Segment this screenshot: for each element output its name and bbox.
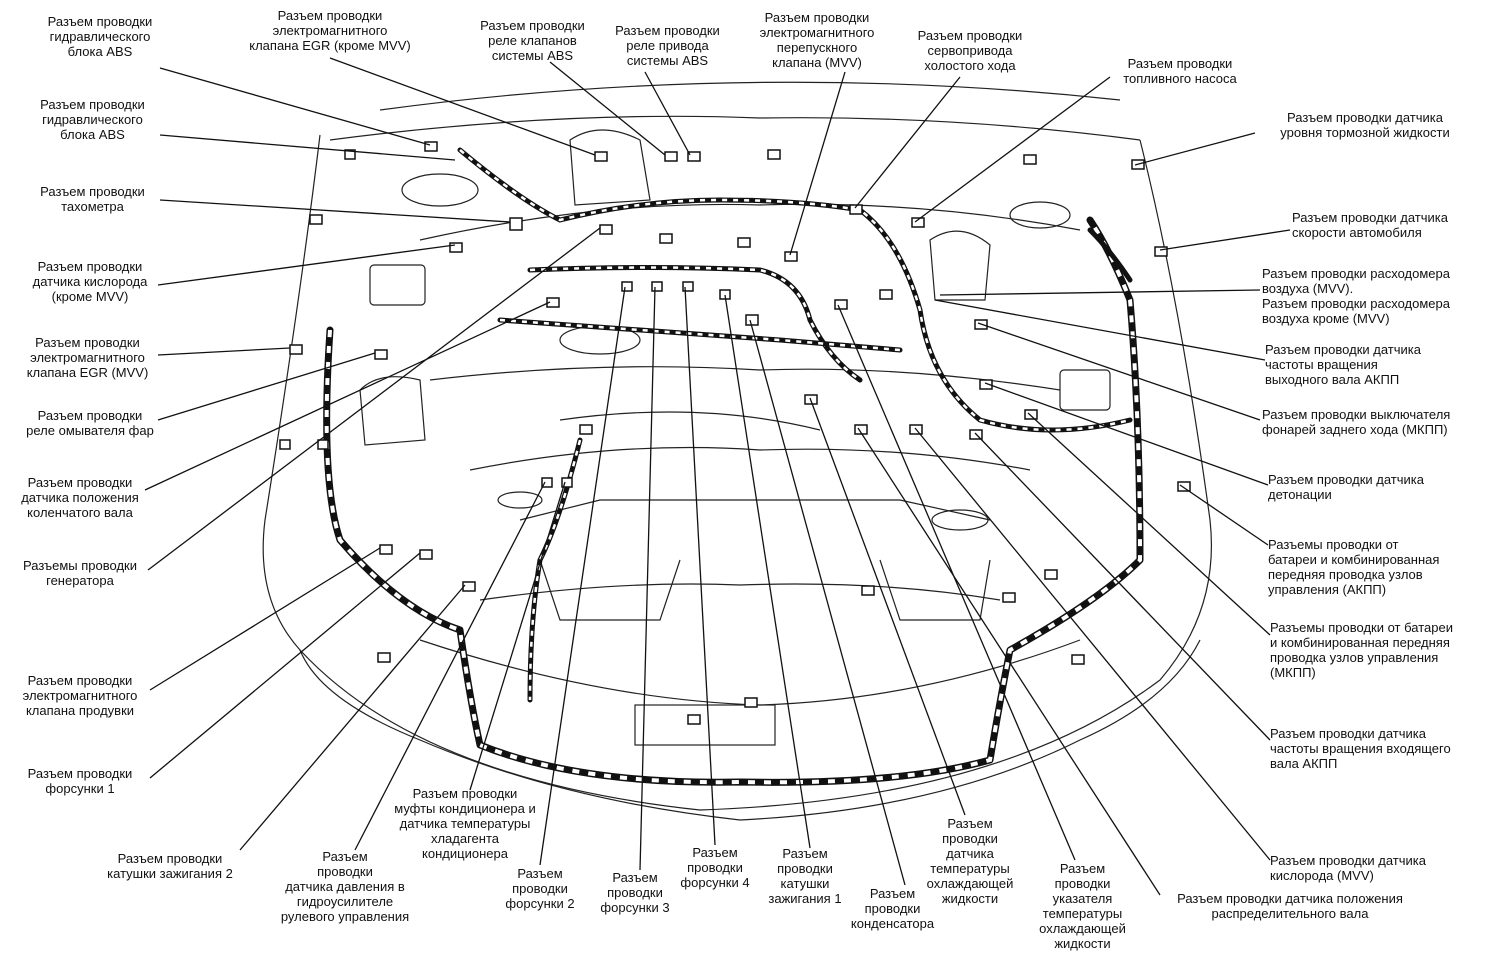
label-injector-1: Разъем проводки форсунки 1 <box>27 766 133 796</box>
leader-lines <box>144 57 1291 896</box>
label-fuel-pump: Разъем проводки топливного насоса <box>1123 56 1237 86</box>
label-tachometer: Разъем проводки тахометра <box>40 184 145 214</box>
label-knock-sensor: Разъем проводки датчика детонации <box>1268 472 1424 502</box>
label-battery-harness-mt: Разъемы проводки от батареи и комбиниров… <box>1270 620 1453 680</box>
label-camshaft-position-sensor: Разъем проводки датчика положения распре… <box>1177 891 1403 921</box>
label-injector-4: Разъем проводки форсунки 4 <box>680 845 750 890</box>
label-power-steering-pressure: Разъем проводки датчика давления в гидро… <box>280 849 410 924</box>
label-generator: Разъемы проводки генератора <box>23 558 137 588</box>
main-wire-harness <box>323 147 1144 786</box>
label-abs-hydraulic-unit-1: Разъем проводки гидравлического блока AB… <box>47 14 153 59</box>
label-oxygen-sensor-mvv: Разъем проводки датчика кислорода (MVV) <box>1270 853 1426 883</box>
label-vehicle-speed-sensor: Разъем проводки датчика скорости автомоб… <box>1292 210 1448 240</box>
label-ignition-coil-1: Разъем проводки катушки зажигания 1 <box>768 846 842 906</box>
label-abs-valve-relay: Разъем проводки реле клапанов системы AB… <box>480 18 585 63</box>
label-egr-valve-mvv: Разъем проводки электромагнитного клапан… <box>26 335 149 380</box>
label-idle-speed-servo: Разъем проводки сервопривода холостого х… <box>917 28 1023 73</box>
label-bypass-valve-mvv: Разъем проводки электромагнитного перепу… <box>759 10 875 70</box>
label-battery-harness-at: Разъемы проводки от батареи и комбиниров… <box>1268 537 1440 597</box>
label-condenser: Разъем проводки конденсатора <box>850 886 935 931</box>
connectors <box>279 141 1191 725</box>
label-oxygen-sensor-non-mvv: Разъем проводки датчика кислорода (кроме… <box>32 259 148 304</box>
label-abs-drive-relay: Разъем проводки реле привода системы ABS <box>615 23 720 68</box>
label-brake-fluid-level: Разъем проводки датчика уровня тормозной… <box>1280 110 1450 140</box>
label-input-shaft-speed: Разъем проводки датчика частоты вращения… <box>1270 726 1451 771</box>
car-body-outline <box>262 81 1213 821</box>
label-coolant-temp-sensor: Разъем проводки датчика температуры охла… <box>926 816 1014 906</box>
label-coolant-temp-gauge: Разъем проводки указателя температуры ох… <box>1039 861 1126 951</box>
label-headlamp-washer-relay: Разъем проводки реле омывателя фар <box>26 408 154 438</box>
label-ac-clutch-refrigerant-temp: Разъем проводки муфты кондиционера и дат… <box>394 786 536 861</box>
label-injector-3: Разъем проводки форсунки 3 <box>600 870 670 915</box>
label-abs-hydraulic-unit-2: Разъем проводки гидравлического блока AB… <box>40 97 145 142</box>
label-reverse-lamp-switch: Разъем проводки выключателя фонарей задн… <box>1262 407 1451 437</box>
label-output-shaft-speed: Разъем проводки датчика частоты вращения… <box>1265 342 1421 387</box>
label-injector-2: Разъем проводки форсунки 2 <box>505 866 575 911</box>
label-purge-valve: Разъем проводки электромагнитного клапан… <box>22 673 138 718</box>
label-egr-valve-non-mvv: Разъем проводки электромагнитного клапан… <box>249 8 411 53</box>
label-airflow-meter: Разъем проводки расходомера воздуха (MVV… <box>1262 266 1450 326</box>
label-ignition-coil-2: Разъем проводки катушки зажигания 2 <box>107 851 233 881</box>
label-crankshaft-position-sensor: Разъем проводки датчика положения коленч… <box>21 475 139 520</box>
